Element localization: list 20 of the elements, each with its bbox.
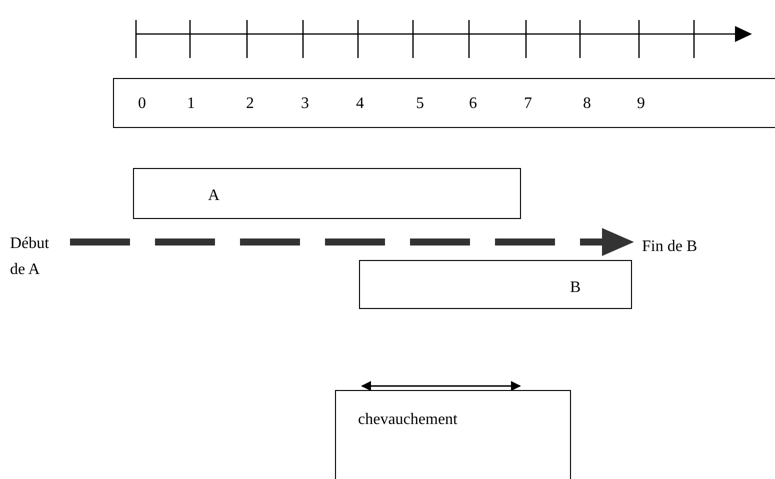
scale-number: 3 — [301, 95, 309, 113]
overlap-label: chevauchement — [358, 411, 458, 429]
bar-a — [133, 168, 521, 219]
bar-label: B — [570, 279, 581, 297]
bar-b — [359, 260, 632, 309]
scale-number: 5 — [416, 95, 424, 113]
scale-number: 0 — [138, 95, 146, 113]
scale-number: 4 — [356, 95, 364, 113]
scale-number: 1 — [187, 95, 195, 113]
start-label: Début de A — [10, 231, 68, 291]
arrow — [70, 228, 634, 256]
scale-box — [113, 78, 775, 128]
scale-number: 7 — [524, 95, 532, 113]
scale-number: 8 — [583, 95, 591, 113]
scale-number: 2 — [246, 95, 254, 113]
bar-label: A — [208, 187, 220, 205]
overlap-box — [335, 390, 571, 479]
scale-number: 6 — [469, 95, 477, 113]
scale-number: 9 — [637, 95, 645, 113]
end-label: Fin de B — [634, 234, 775, 260]
